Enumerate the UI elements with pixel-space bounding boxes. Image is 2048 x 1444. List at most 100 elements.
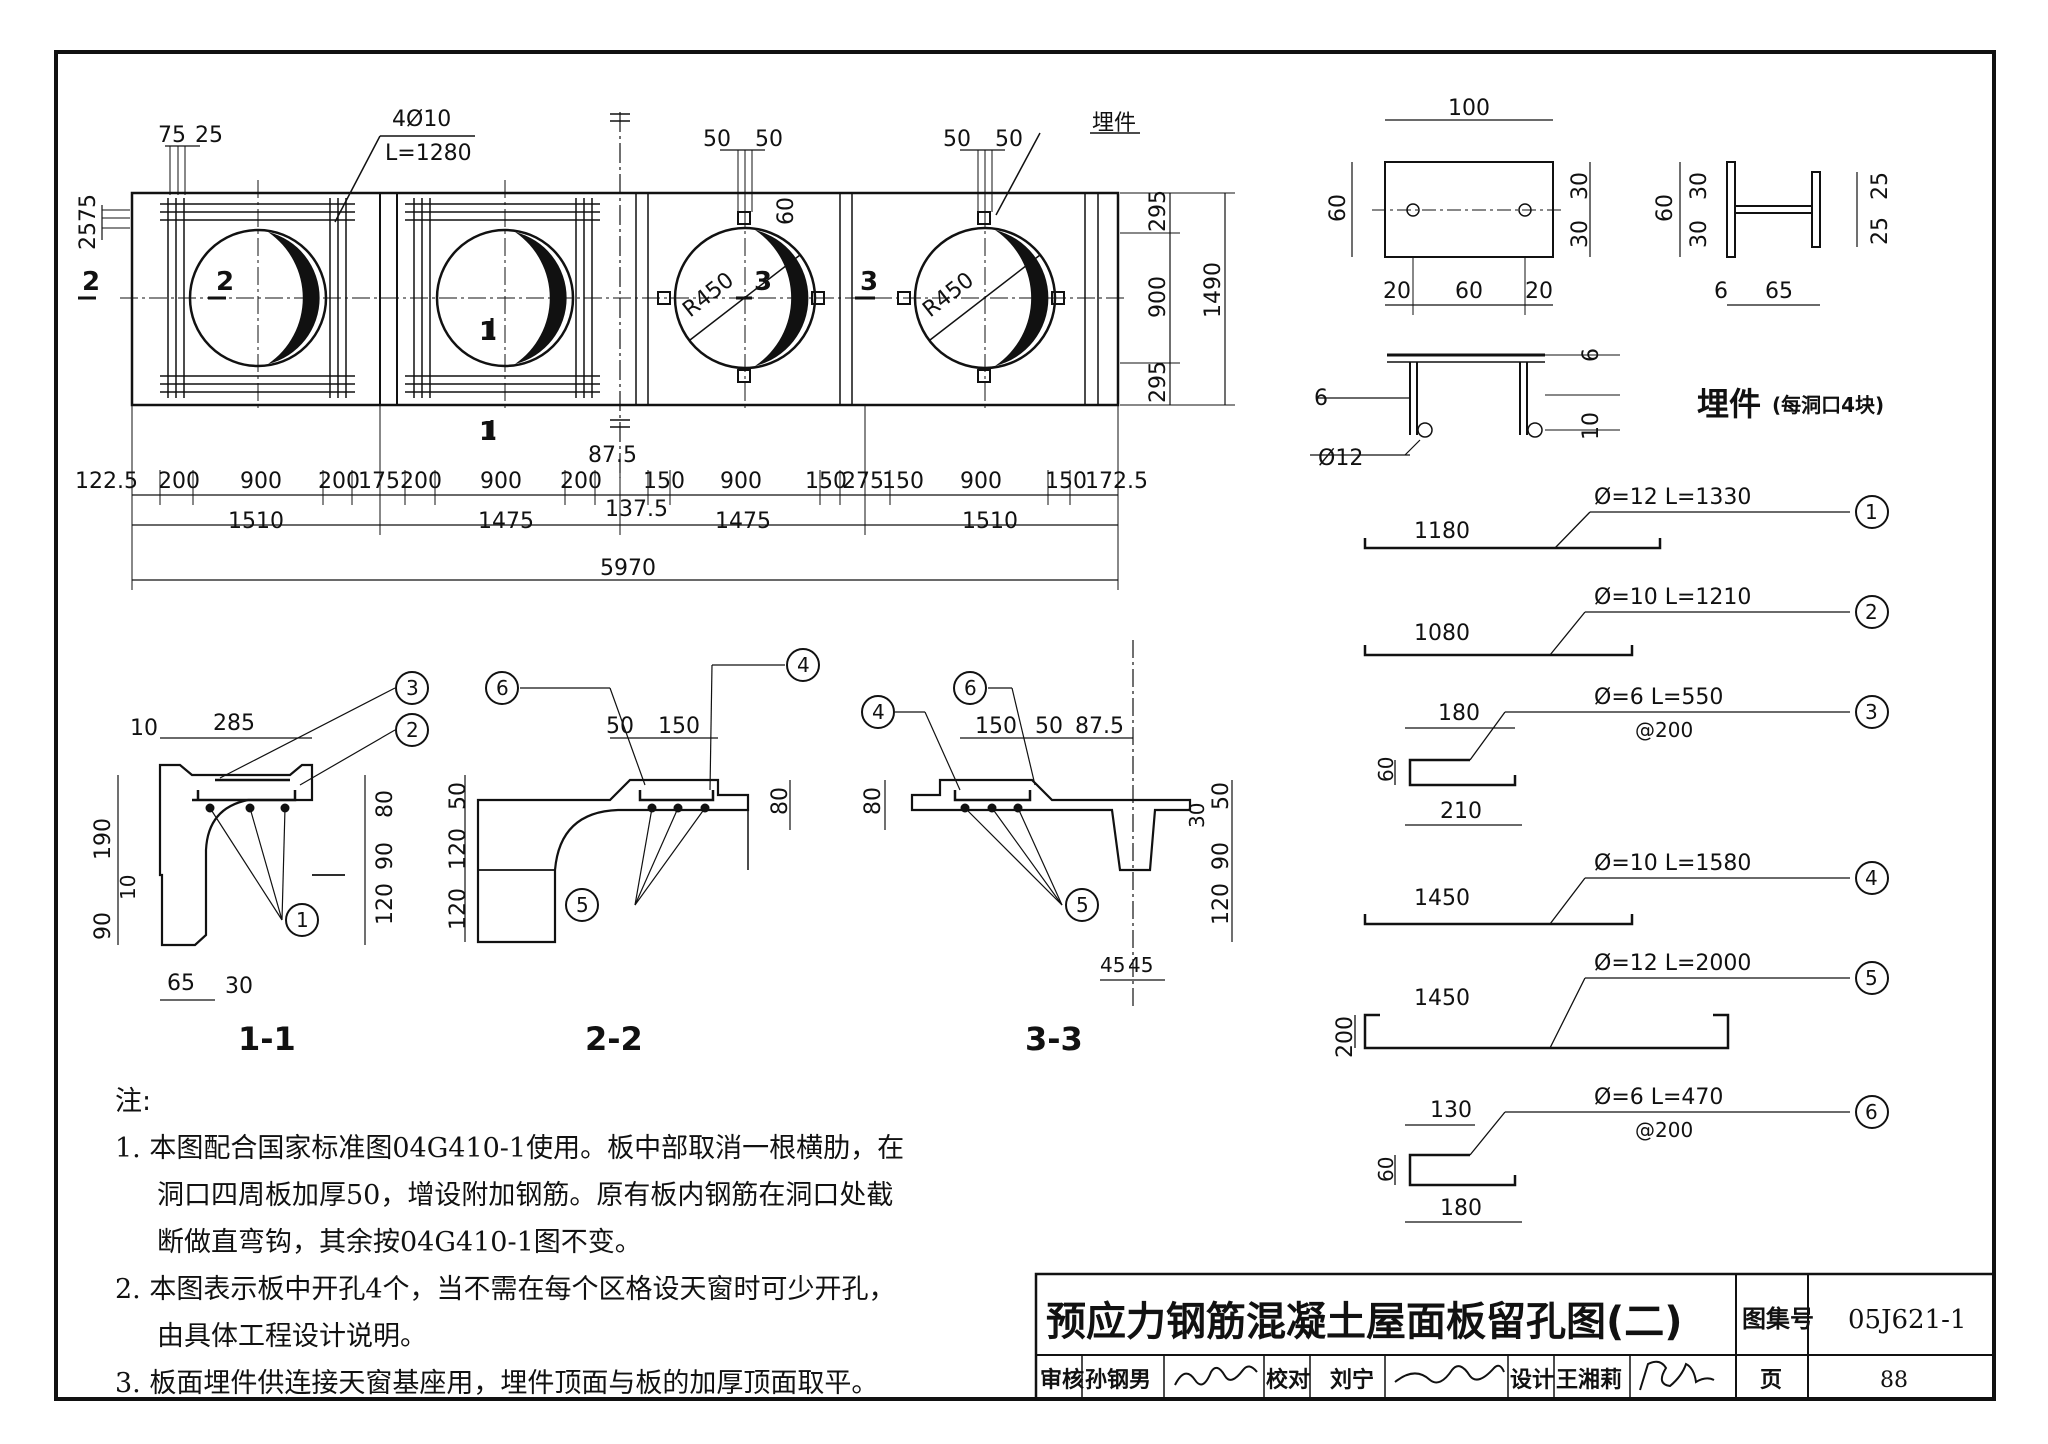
svg-text:900: 900 xyxy=(960,469,1002,494)
embed-details xyxy=(1310,119,1858,456)
svg-text:25: 25 xyxy=(195,123,223,148)
svg-text:Ø=6 L=550: Ø=6 L=550 xyxy=(1594,685,1723,710)
svg-text:孙钢男: 孙钢男 xyxy=(1085,1367,1151,1393)
svg-text:150: 150 xyxy=(882,469,924,494)
svg-text:190: 190 xyxy=(91,818,116,860)
svg-text:150: 150 xyxy=(643,469,685,494)
rebar-text: 1 2 3 4 5 6 Ø=12 L=1330 1180 Ø=10 L=1210… xyxy=(1333,485,1878,1221)
svg-text:Ø=12 L=2000: Ø=12 L=2000 xyxy=(1594,951,1751,976)
svg-text:20: 20 xyxy=(1525,279,1553,304)
svg-text:60: 60 xyxy=(774,197,799,225)
svg-text:1: 1 xyxy=(1865,500,1878,524)
svg-text:6: 6 xyxy=(1314,386,1328,411)
note-line: 1. 本图配合国家标准图04G410-1使用。板中部取消一根横肋，在 xyxy=(115,1133,905,1164)
svg-text:(每洞口4块): (每洞口4块) xyxy=(1772,393,1884,417)
svg-text:90: 90 xyxy=(1209,842,1234,870)
svg-text:2: 2 xyxy=(1865,600,1878,624)
svg-text:900: 900 xyxy=(1146,276,1171,318)
svg-text:1510: 1510 xyxy=(962,509,1018,534)
svg-text:25: 25 xyxy=(1868,217,1893,245)
svg-text:R450: R450 xyxy=(918,268,979,323)
svg-text:900: 900 xyxy=(480,469,522,494)
svg-text:埋件: 埋件 xyxy=(1092,111,1136,136)
notes-block: 注: 1. 本图配合国家标准图04G410-1使用。板中部取消一根横肋，在 洞口… xyxy=(115,1078,995,1407)
svg-text:50: 50 xyxy=(606,714,634,739)
svg-text:R450: R450 xyxy=(678,268,739,323)
svg-text:120: 120 xyxy=(1209,883,1234,925)
svg-text:1450: 1450 xyxy=(1414,986,1470,1011)
svg-text:4: 4 xyxy=(797,653,810,677)
svg-text:75: 75 xyxy=(76,194,101,222)
svg-text:3: 3 xyxy=(754,267,772,297)
svg-text:1080: 1080 xyxy=(1414,621,1470,646)
svg-text:50: 50 xyxy=(446,782,471,810)
note-line: 洞口四周板加厚50，增设附加钢筋。原有板内钢筋在洞口处截 xyxy=(157,1180,894,1211)
svg-text:80: 80 xyxy=(373,790,398,818)
svg-text:1450: 1450 xyxy=(1414,886,1470,911)
svg-text:65: 65 xyxy=(1765,279,1793,304)
svg-text:Ø=10 L=1580: Ø=10 L=1580 xyxy=(1594,851,1751,876)
svg-text:@200: @200 xyxy=(1635,718,1693,742)
plan-dimension-text: 75 25 4Ø10 L=1280 50 50 50 50 埋件 60 25 7… xyxy=(75,107,1226,581)
svg-text:87.5: 87.5 xyxy=(588,443,637,468)
svg-text:10: 10 xyxy=(116,875,140,900)
svg-text:45: 45 xyxy=(1128,953,1153,977)
embed-text: 100 60 30 30 20 60 20 60 30 30 25 25 6 6… xyxy=(1314,96,1893,471)
svg-text:200: 200 xyxy=(318,469,360,494)
svg-text:120: 120 xyxy=(446,828,471,870)
slab-plan xyxy=(78,112,1235,590)
svg-text:210: 210 xyxy=(1440,799,1482,824)
svg-text:285: 285 xyxy=(213,711,255,736)
section-3-3-text: 4 6 5 150 50 87.5 80 50 30 90 120 45 45 … xyxy=(861,676,1234,1058)
svg-text:1: 1 xyxy=(479,317,497,347)
svg-text:30: 30 xyxy=(1185,803,1209,828)
svg-text:刘宁: 刘宁 xyxy=(1330,1367,1374,1393)
svg-text:275: 275 xyxy=(842,469,884,494)
svg-text:50: 50 xyxy=(943,127,971,152)
svg-text:6: 6 xyxy=(1714,279,1728,304)
svg-text:6: 6 xyxy=(1579,348,1604,362)
note-line: 由具体工程设计说明。 xyxy=(157,1321,427,1352)
svg-text:5: 5 xyxy=(1865,966,1878,990)
svg-text:60: 60 xyxy=(1374,757,1398,782)
svg-text:2: 2 xyxy=(406,718,419,742)
svg-text:1475: 1475 xyxy=(478,509,534,534)
svg-text:5: 5 xyxy=(1076,893,1089,917)
note-line: 断做直弯钩，其余按04G410-1图不变。 xyxy=(157,1227,642,1258)
svg-text:6: 6 xyxy=(1865,1100,1878,1124)
title-block xyxy=(1034,1272,1996,1401)
svg-text:1: 1 xyxy=(479,417,497,447)
note-line: 2. 本图表示板中开孔4个，当不需在每个区格设天窗时可少开孔， xyxy=(115,1274,896,1305)
svg-text:Ø=10 L=1210: Ø=10 L=1210 xyxy=(1594,585,1751,610)
svg-text:80: 80 xyxy=(861,787,886,815)
svg-text:130: 130 xyxy=(1430,1098,1472,1123)
page-number: 88 xyxy=(1880,1368,1908,1393)
section-2-2-text: 6 4 5 50 150 50 120 120 80 2-2 xyxy=(446,653,810,1058)
svg-text:122.5: 122.5 xyxy=(75,469,138,494)
svg-text:180: 180 xyxy=(1440,1196,1482,1221)
svg-text:60: 60 xyxy=(1326,194,1351,222)
svg-text:10: 10 xyxy=(1579,412,1604,440)
svg-text:50: 50 xyxy=(703,127,731,152)
svg-text:900: 900 xyxy=(720,469,762,494)
svg-text:2: 2 xyxy=(216,267,234,297)
drawing-title: 预应力钢筋混凝土屋面板留孔图(二) xyxy=(1046,1299,1683,1345)
note-line: 3. 板面埋件供连接天窗基座用，埋件顶面与板的加厚顶面取平。 xyxy=(115,1368,879,1399)
svg-text:295: 295 xyxy=(1146,190,1171,232)
svg-text:10: 10 xyxy=(130,716,158,741)
svg-text:3: 3 xyxy=(860,267,878,297)
svg-text:30: 30 xyxy=(1687,172,1712,200)
svg-text:30: 30 xyxy=(1568,172,1593,200)
svg-text:4Ø10: 4Ø10 xyxy=(392,107,451,132)
svg-text:180: 180 xyxy=(1438,701,1480,726)
svg-text:Ø12: Ø12 xyxy=(1318,446,1363,471)
svg-text:1-1: 1-1 xyxy=(238,1020,296,1058)
rebar-leaders xyxy=(1354,511,1850,1223)
svg-text:45: 45 xyxy=(1100,953,1125,977)
svg-text:1490: 1490 xyxy=(1201,262,1226,318)
svg-text:200: 200 xyxy=(400,469,442,494)
atlas-number: 05J621-1 xyxy=(1848,1305,1966,1335)
svg-text:200: 200 xyxy=(1333,1016,1358,1058)
svg-text:120: 120 xyxy=(446,888,471,930)
